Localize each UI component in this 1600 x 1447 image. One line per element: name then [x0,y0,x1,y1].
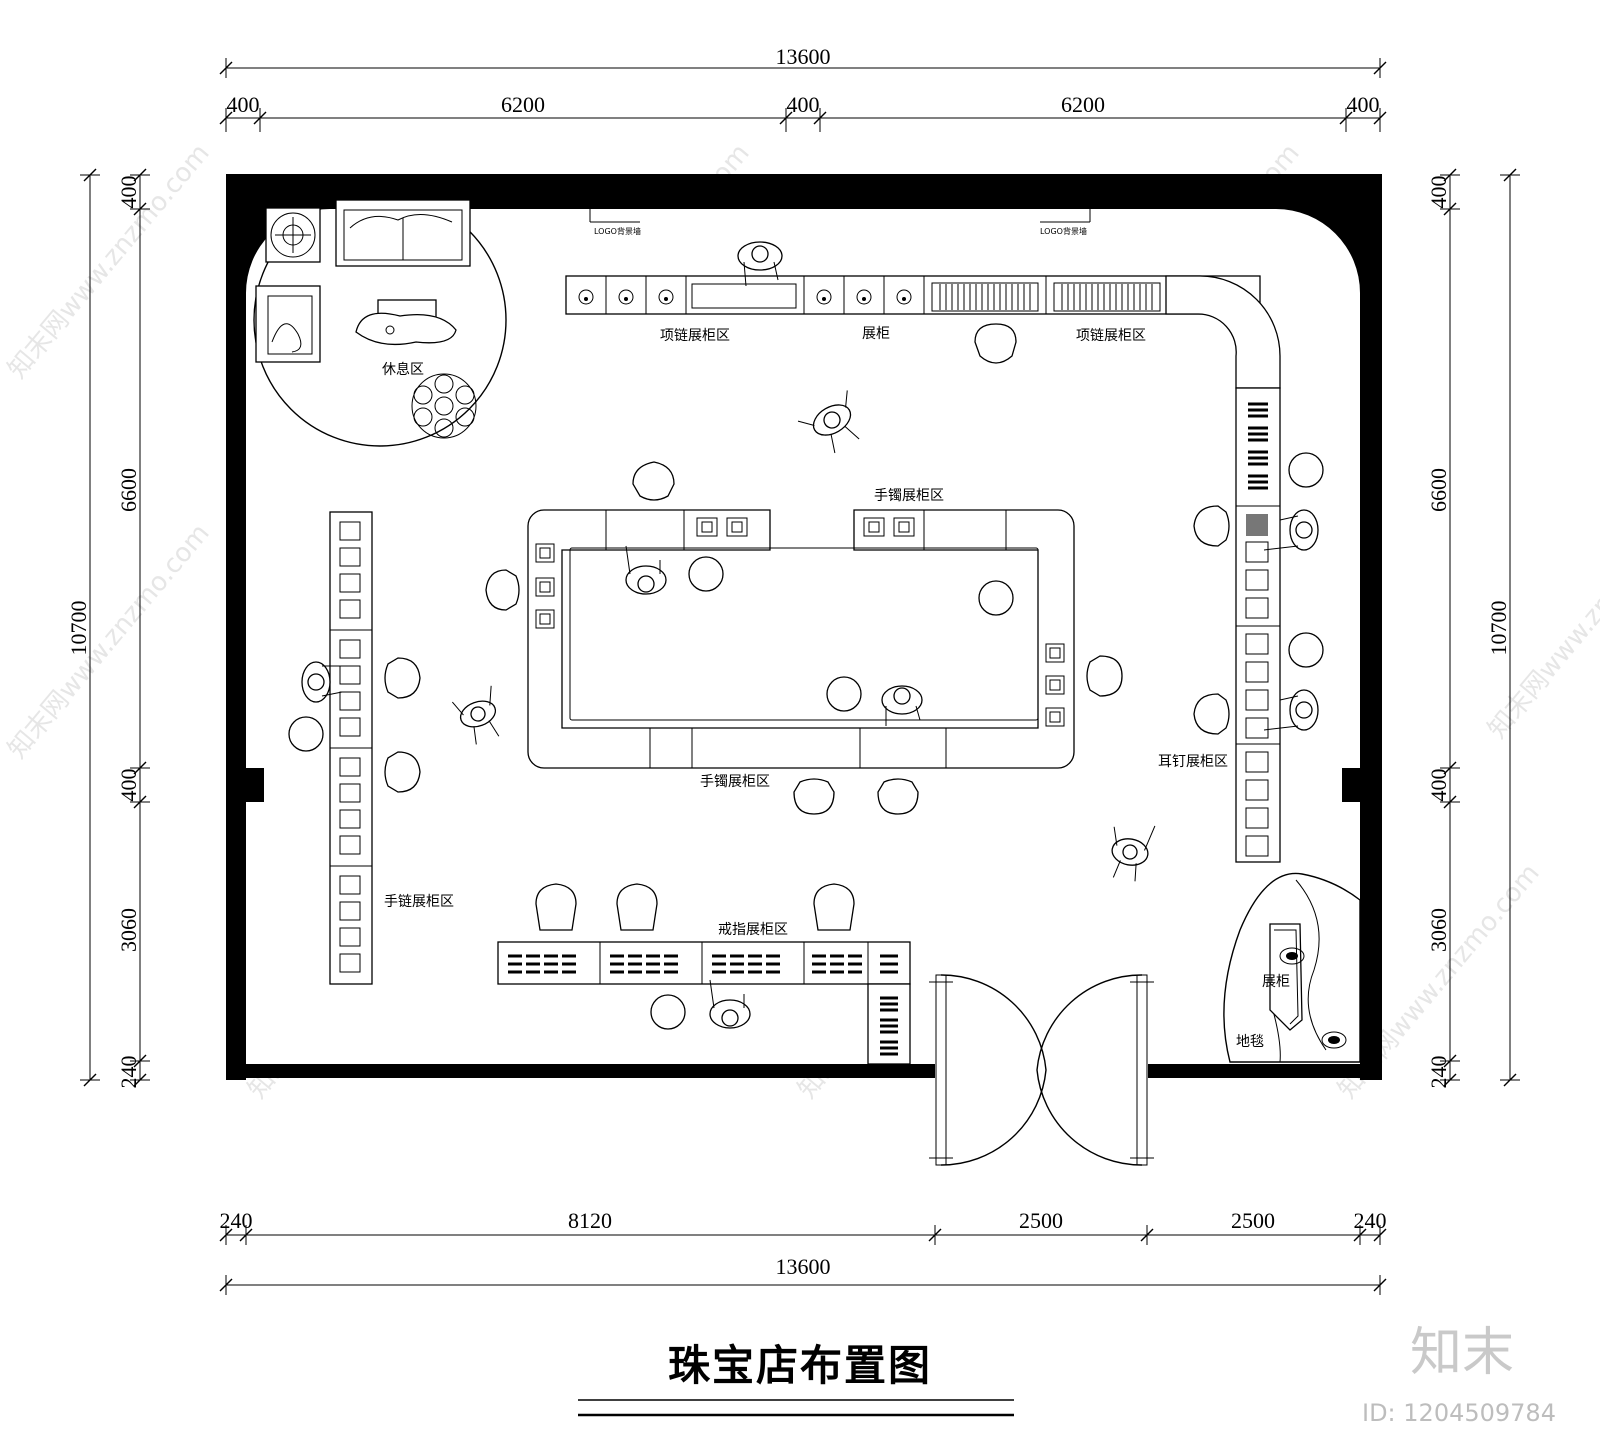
dim-left-part-3: 400 [116,769,141,802]
stool [650,994,686,1030]
person-figure [797,390,860,454]
brand-logo: 知末 [1410,1323,1514,1383]
earring-counter [1235,387,1281,863]
watermark-1: 知末网www.znzmo.com [2,138,215,384]
chair [793,778,835,815]
stool [826,676,862,712]
chain-zone-label: 手链展柜区 [384,894,454,910]
dim-top-part-1: 400 [227,92,260,117]
chairs [384,323,1230,931]
ring-counter [497,941,911,1065]
dim-left-total: 10700 [66,601,91,656]
chair [1086,655,1123,697]
dim-bottom-part-1: 240 [220,1208,253,1233]
necklace-zone-left-label: 项链展柜区 [660,328,730,344]
person-figure [1111,825,1156,882]
stool [288,716,324,752]
stool [688,556,724,592]
dim-bottom-part-2: 8120 [568,1208,612,1233]
chain-counter [329,511,373,985]
necklace-zone-right-label: 项链展柜区 [1076,328,1146,344]
chair [485,569,520,611]
display-cabinet-corner-label: 展柜 [1262,974,1290,990]
display-cabinet-top-label: 展柜 [862,326,890,342]
chair [877,778,919,815]
lounge-pouf [411,373,477,439]
bracelet-zone-top-label: 手镯展柜区 [874,488,944,504]
drawing-id: ID: 1204509784 [1362,1399,1556,1427]
necklace-counter-top [565,275,1281,389]
chair [1193,693,1230,735]
bracelet-zone-bottom-label: 手镯展柜区 [700,774,770,790]
person-figure [709,979,751,1029]
dim-bottom-total: 13600 [776,1254,831,1279]
dim-left-part-4: 3060 [116,908,141,952]
person-figure [451,685,500,745]
chair [1193,505,1230,547]
person-figure [881,685,923,726]
lounge-area [253,193,507,447]
person-figure [1263,509,1319,551]
dim-right-part-3: 400 [1426,769,1451,802]
ring-zone-label: 戒指展柜区 [718,922,788,938]
dim-right-part-4: 3060 [1426,908,1451,952]
dim-bottom-part-4: 2500 [1231,1208,1275,1233]
dimension-left: 10700 400 6600 400 3060 240 [66,168,150,1089]
chair [384,751,421,793]
dim-right-total: 10700 [1486,601,1511,656]
chair [384,657,421,699]
person-figure [1263,689,1319,731]
chair [535,883,577,931]
dim-left-part-1: 400 [116,176,141,209]
logo-wall-right-label: LOGO背景墙 [1040,226,1087,236]
person-figure [625,545,667,595]
person-figure [301,661,346,703]
entrance-doors [929,974,1154,1166]
chair [974,323,1017,364]
dim-top-part-4: 6200 [1061,92,1105,117]
stool [1288,632,1324,668]
stool [978,580,1014,616]
walls [226,174,1382,1080]
dim-top-part-2: 6200 [501,92,545,117]
earring-zone-label: 耳钉展柜区 [1158,754,1228,770]
dim-bottom-part-5: 240 [1354,1208,1387,1233]
dim-right-part-1: 400 [1426,176,1451,209]
carpet-area [1223,872,1361,1063]
drawing-title: 珠宝店布置图 [668,1341,932,1390]
necklace-stands [578,289,912,305]
logo-walls: LOGO背景墙 LOGO背景墙 [565,195,1278,236]
dim-left-part-5: 240 [116,1056,141,1089]
dim-top-part-5: 400 [1347,92,1380,117]
dim-top-part-3: 400 [787,92,820,117]
logo-wall-left-label: LOGO背景墙 [594,226,641,236]
dim-left-part-2: 6600 [116,468,141,512]
bracelet-island [527,509,1075,769]
people [301,241,1319,1029]
lounge-label: 休息区 [382,361,424,378]
watermark-4: 知末网www.znzmo.com [2,518,215,764]
dim-right-part-5: 240 [1426,1056,1451,1089]
stools [288,452,1324,1030]
dim-right-part-2: 6600 [1426,468,1451,512]
dimension-right: 10700 400 6600 400 3060 240 [1426,168,1520,1089]
dimension-top: 13600 400 6200 400 6200 400 [219,44,1387,132]
person-figure [737,241,783,287]
chair [632,461,675,501]
chair [616,883,658,931]
stool [1288,452,1324,488]
chair [813,883,855,931]
dim-bottom-part-3: 2500 [1019,1208,1063,1233]
carpet-label: 地毯 [1236,1034,1264,1050]
dim-top-total: 13600 [776,44,831,69]
dimension-bottom: 240 8120 2500 2500 240 13600 [220,1208,1387,1295]
